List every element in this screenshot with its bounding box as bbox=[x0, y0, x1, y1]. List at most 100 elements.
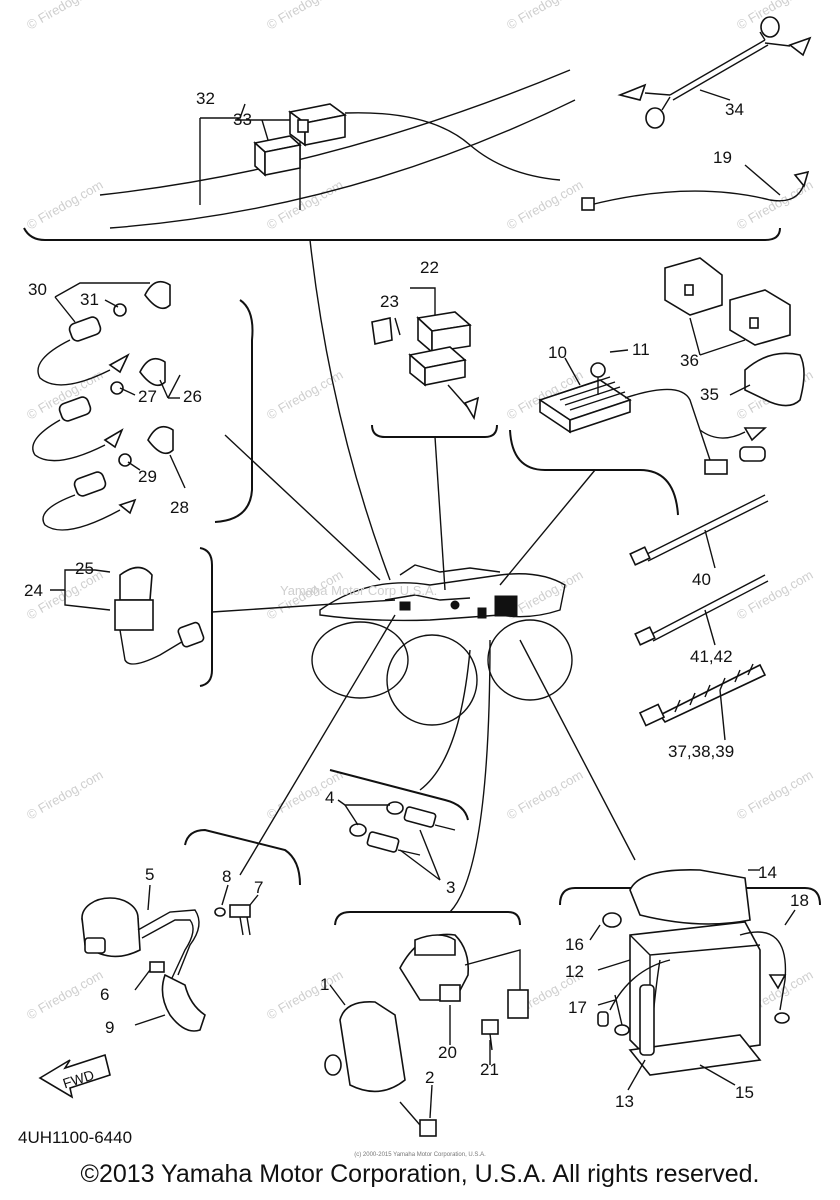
atv-front-wheel-right bbox=[487, 619, 573, 701]
pointer-rectifier bbox=[499, 469, 596, 586]
harness-34 bbox=[669, 39, 766, 96]
fittings-bracket bbox=[329, 769, 469, 821]
copyright-footer: ©2013 Yamaha Motor Corporation, U.S.A. A… bbox=[80, 1160, 760, 1188]
battery-group bbox=[559, 869, 821, 1091]
label-part-6: 6 bbox=[100, 985, 109, 1004]
leader-18 bbox=[784, 909, 796, 926]
fwd-arrow bbox=[38, 1053, 111, 1099]
label-part-7: 7 bbox=[254, 878, 263, 897]
watermark-text: © Firedog.com bbox=[264, 0, 346, 33]
spark-cap-9 bbox=[161, 973, 206, 1032]
watermark-text: © Firedog.com bbox=[504, 0, 586, 33]
leader-1 bbox=[329, 984, 346, 1006]
leader-36 bbox=[689, 317, 701, 356]
left-mid-bracket bbox=[199, 547, 213, 687]
top-bracket bbox=[23, 227, 781, 241]
leader-13 bbox=[627, 1059, 646, 1091]
top-frame-group bbox=[23, 16, 812, 241]
frame-tube-upper bbox=[99, 69, 571, 196]
leader-40 bbox=[704, 529, 716, 569]
leader-19 bbox=[744, 164, 781, 196]
relay-wire bbox=[344, 112, 561, 181]
cdi-group bbox=[324, 911, 529, 1137]
label-part-26: 26 bbox=[183, 387, 202, 406]
pointer-cdi bbox=[449, 639, 491, 913]
label-part-27: 27 bbox=[138, 387, 157, 406]
leader-29 bbox=[127, 461, 141, 471]
leader-28 bbox=[169, 454, 186, 489]
fuse-bracket bbox=[371, 424, 498, 438]
label-part-29: 29 bbox=[138, 467, 157, 486]
label-part-34: 34 bbox=[725, 100, 744, 119]
center-note: Yamaha Motor Corp U.S.A. bbox=[280, 583, 437, 598]
label-part-40: 40 bbox=[692, 570, 711, 589]
fitting-3b bbox=[366, 831, 400, 853]
label-part-33: 33 bbox=[233, 110, 252, 129]
watermark-text: © Firedog.com bbox=[24, 0, 106, 33]
rectifier-group bbox=[509, 349, 768, 516]
cover-35 bbox=[744, 352, 805, 407]
label-part-32: 32 bbox=[196, 89, 215, 108]
label-part-36: 36 bbox=[680, 351, 699, 370]
leader-27 bbox=[119, 387, 136, 396]
frame-tube-lower bbox=[109, 99, 576, 229]
part-labels: 32 33 34 19 30 31 27 26 29 28 24 25 22 2… bbox=[18, 89, 809, 1147]
atv-battery-mark bbox=[494, 595, 518, 617]
label-part-37-38-39: 37,38,39 bbox=[668, 742, 734, 761]
electrical-parts-diagram: © Firedog.com © Firedog.com © Firedog.com ©… bbox=[18, 0, 821, 1147]
atv-body bbox=[319, 573, 566, 622]
battery-cable-17 bbox=[609, 959, 671, 1011]
atv-connector-mark bbox=[399, 601, 411, 611]
leader-22 bbox=[410, 287, 436, 315]
label-part-3: 3 bbox=[446, 878, 455, 897]
label-part-10: 10 bbox=[548, 343, 567, 362]
cable-ties-group bbox=[629, 494, 769, 741]
bolt-2 bbox=[419, 1119, 437, 1137]
leader-8 bbox=[221, 884, 229, 906]
cover-36b bbox=[729, 289, 791, 346]
leader-6 bbox=[134, 969, 151, 991]
left-switch-group bbox=[50, 547, 213, 687]
battery-cable-18 bbox=[739, 931, 787, 1011]
label-part-41-42: 41,42 bbox=[690, 647, 733, 666]
leader-17 bbox=[597, 999, 616, 1006]
pointer-sensors bbox=[224, 434, 381, 581]
sensor-fittings-group bbox=[329, 769, 469, 881]
fuse-23 bbox=[371, 317, 393, 345]
label-part-19: 19 bbox=[713, 148, 732, 167]
label-part-12: 12 bbox=[565, 962, 584, 981]
bolt-7 bbox=[229, 904, 251, 918]
label-part-28: 28 bbox=[170, 498, 189, 517]
coil-bracket bbox=[184, 828, 301, 886]
pointer-fuse bbox=[434, 436, 446, 591]
leader-23 bbox=[394, 317, 401, 336]
leader-24-25 bbox=[50, 569, 111, 591]
leader-41 bbox=[704, 609, 716, 646]
label-part-5: 5 bbox=[145, 865, 154, 884]
leader-4 bbox=[337, 799, 390, 806]
label-part-11: 11 bbox=[632, 340, 650, 359]
label-part-9: 9 bbox=[105, 1018, 114, 1037]
drawing-code: 4UH1100-6440 bbox=[18, 1128, 132, 1147]
ignition-coil-group bbox=[81, 828, 301, 1032]
rectifier-bracket bbox=[509, 429, 679, 516]
nut-16 bbox=[602, 912, 622, 928]
watermark-text: © Firedog.com bbox=[264, 967, 346, 1023]
label-part-14: 14 bbox=[758, 863, 777, 882]
label-part-31: 31 bbox=[80, 290, 99, 309]
label-part-23: 23 bbox=[380, 292, 399, 311]
label-part-4: 4 bbox=[325, 788, 334, 807]
battery-pad-15 bbox=[628, 1034, 762, 1076]
leader-9 bbox=[134, 1014, 166, 1026]
label-part-13: 13 bbox=[615, 1092, 634, 1111]
watermark-text: © Firedog.com bbox=[24, 177, 106, 233]
cable-tie-37 bbox=[658, 663, 767, 724]
label-part-16: 16 bbox=[565, 935, 584, 954]
label-part-15: 15 bbox=[735, 1083, 754, 1102]
watermark-text: © Firedog.com bbox=[504, 767, 586, 823]
cable-tie-40 bbox=[644, 494, 766, 556]
bolt-21 bbox=[481, 1019, 499, 1035]
label-part-30: 30 bbox=[28, 280, 47, 299]
leader-34 bbox=[699, 89, 731, 101]
